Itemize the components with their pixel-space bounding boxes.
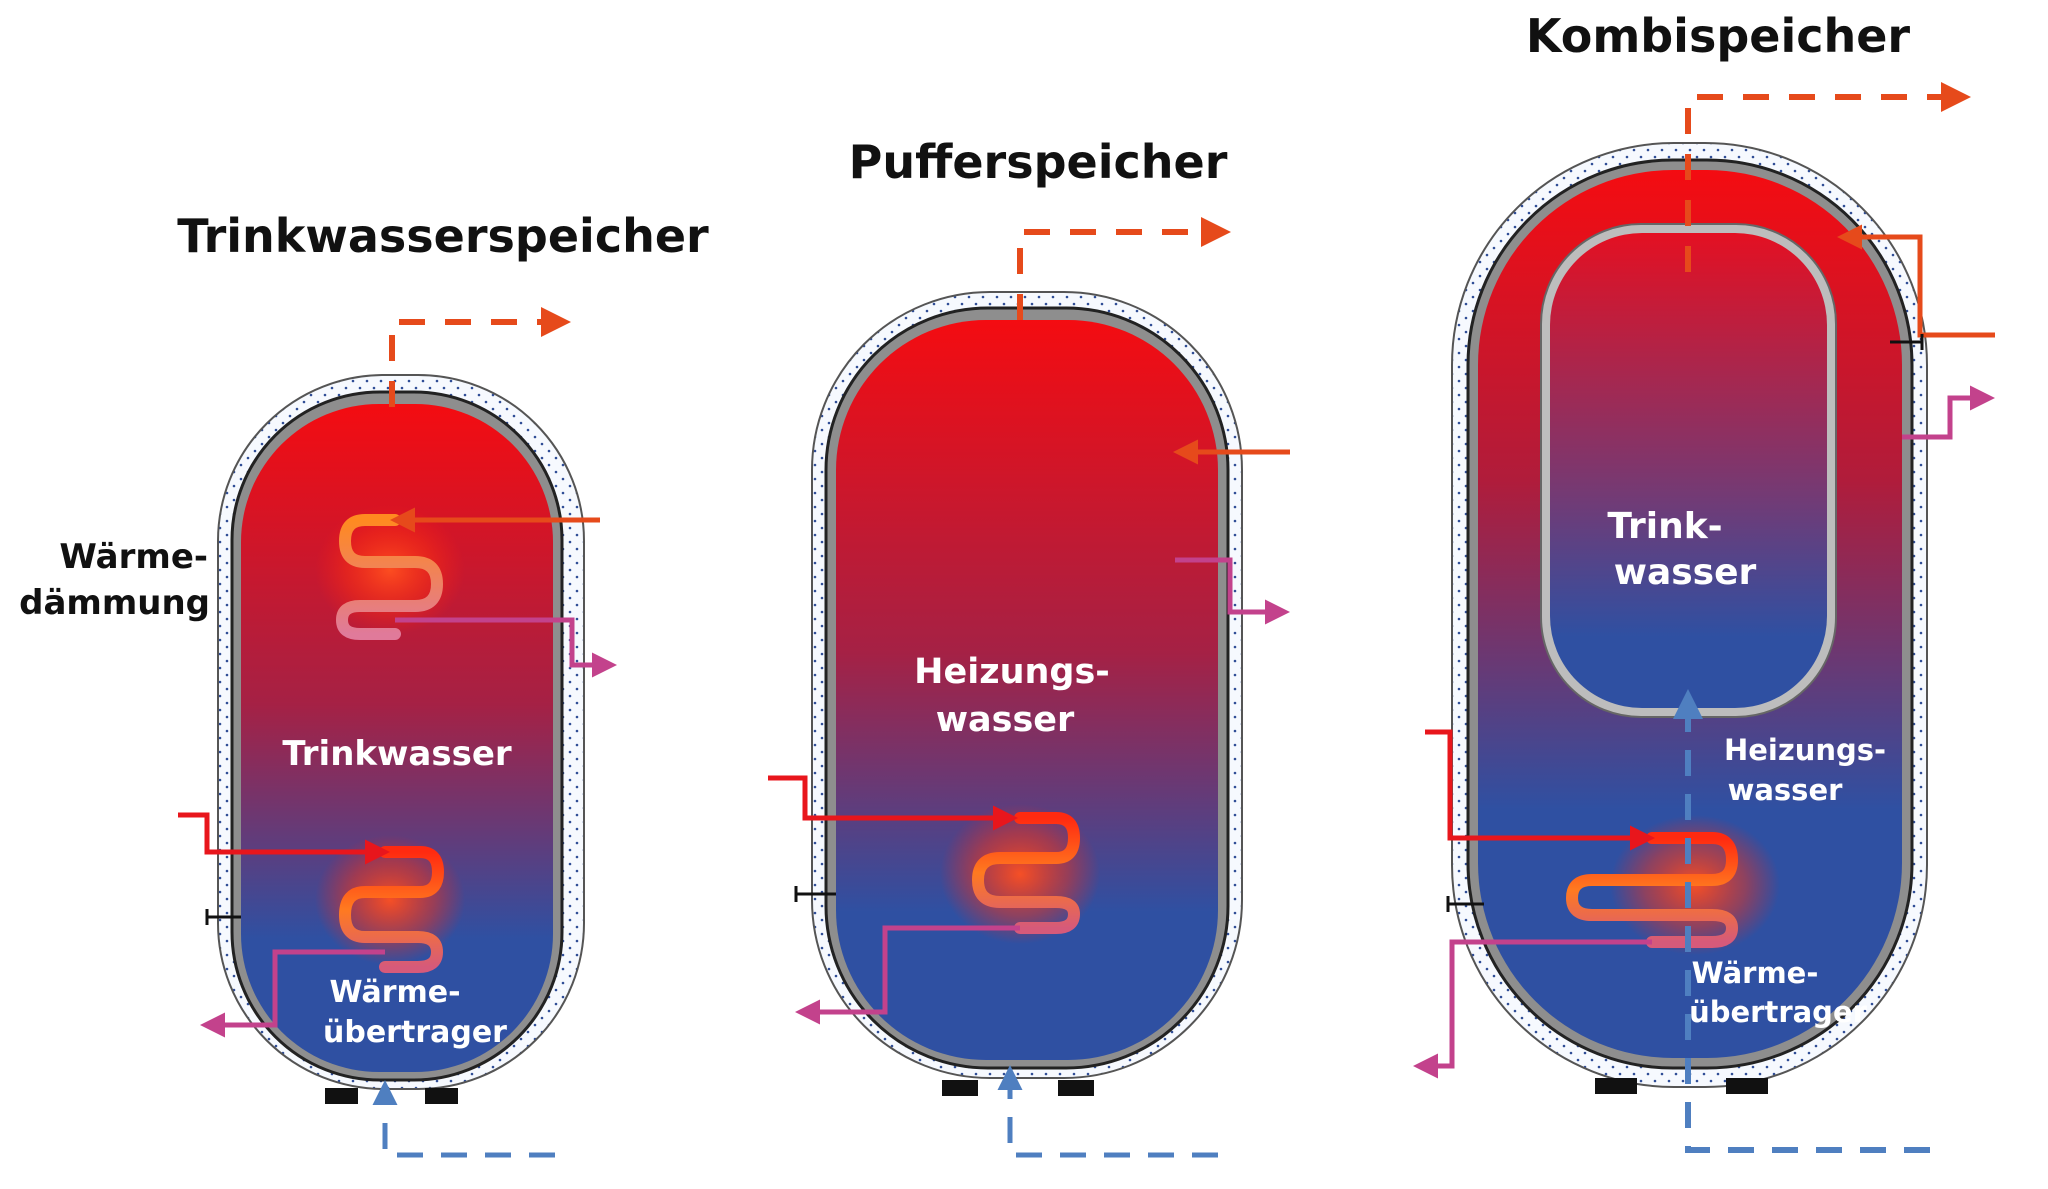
lower-coil-return-pipe	[200, 949, 385, 1038]
lower-heat-exchanger-coil	[338, 846, 445, 973]
tank1-hx-label-line2: übertrager	[323, 1015, 507, 1050]
tank1-hx-label-line1: Wärme-	[329, 975, 460, 1010]
coil-return-pipe	[1413, 939, 1652, 1079]
cold-water-inlet-pipe	[997, 1065, 1218, 1158]
heat-glow	[940, 804, 1100, 944]
heating-inlet-pipe	[1837, 224, 1995, 338]
tank2-content-label-line2: wasser	[936, 700, 1075, 740]
tank-foot	[1595, 1078, 1637, 1094]
tank3-inner-label-line1: Trink-	[1607, 506, 1722, 547]
heating-return-pipe	[1902, 385, 1995, 440]
temperature-sensor-icon	[794, 886, 836, 902]
pufferspeicher-tank	[768, 217, 1290, 1158]
insulation-label-line2: dämmung	[19, 583, 210, 623]
tank3-hx-label-line2: übertrager	[1689, 995, 1868, 1029]
hot-water-outlet-pipe	[389, 307, 571, 407]
tank3-outer-label-line1: Heizungs-	[1724, 733, 1886, 767]
tank3-inner-label-line2: wasser	[1614, 552, 1757, 593]
tank2-content-label-line1: Heizungs-	[914, 652, 1110, 692]
tank-foot	[1726, 1078, 1768, 1094]
hot-water-outlet-pipe	[1685, 82, 1971, 272]
coil-supply-pipe	[768, 775, 1018, 831]
insulation-label-line1: Wärme-	[59, 537, 208, 577]
tank-foot	[1058, 1080, 1094, 1096]
kombispeicher-tank	[1413, 82, 1995, 1153]
inner-tank-water	[1550, 233, 1827, 708]
tank-foot	[942, 1080, 978, 1096]
temperature-sensor-icon	[205, 909, 241, 925]
upper-coil-return-pipe	[395, 617, 617, 678]
heat-exchanger-coil	[1565, 832, 1739, 948]
heating-return-pipe	[1175, 557, 1290, 625]
cold-water-inlet-pipe	[1673, 689, 1930, 1153]
tank-water	[836, 320, 1218, 1060]
coil-supply-pipe	[1425, 729, 1655, 851]
tank-foot	[425, 1088, 458, 1104]
trinkwasserspeicher-tank	[178, 307, 617, 1158]
lower-coil-supply-pipe	[178, 812, 390, 865]
temperature-sensor-icon	[1890, 334, 1924, 350]
title-trinkwasserspeicher: Trinkwasserspeicher	[177, 209, 709, 263]
tank1-content-label: Trinkwasser	[282, 734, 512, 774]
tank-foot	[325, 1088, 358, 1104]
tank3-hx-label-line1: Wärme-	[1692, 956, 1819, 990]
tank3-outer-label-line2: wasser	[1728, 773, 1844, 807]
temperature-sensor-icon	[1446, 896, 1484, 912]
cold-water-inlet-pipe	[372, 1080, 555, 1158]
title-pufferspeicher: Pufferspeicher	[849, 135, 1228, 189]
heat-exchanger-coil	[971, 812, 1081, 934]
title-kombispeicher: Kombispeicher	[1526, 9, 1911, 63]
coil-return-pipe	[795, 925, 1020, 1025]
upper-heat-exchanger-coil	[335, 514, 444, 640]
